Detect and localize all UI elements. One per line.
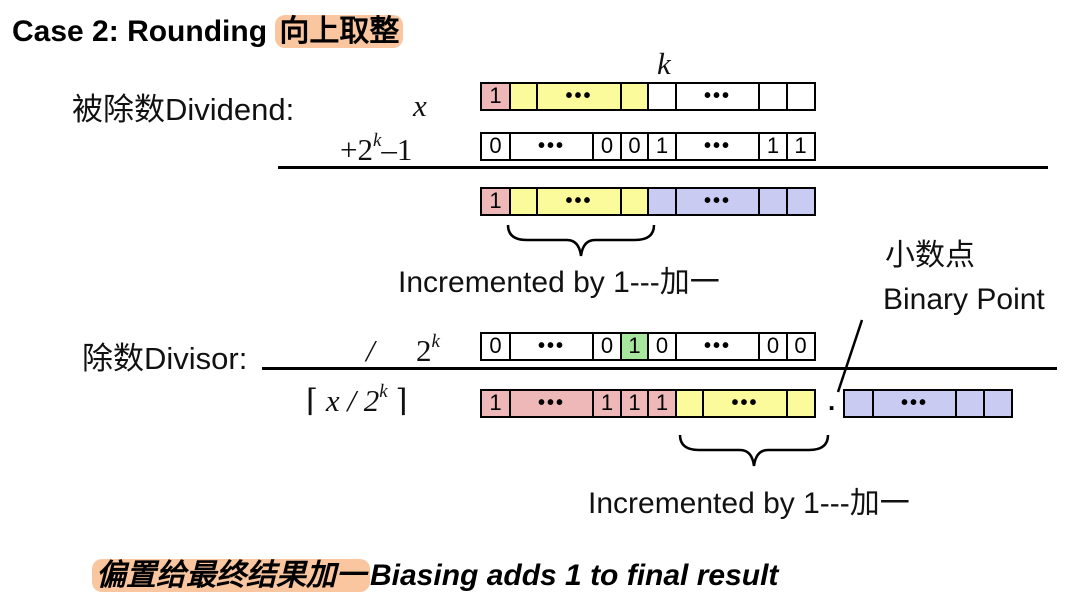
increment-label-1: Incremented by 1---加一	[398, 266, 720, 299]
bit-cell	[955, 389, 985, 418]
footer-text: Biasing adds 1 to final result	[370, 559, 779, 592]
addend-expr: +2k–1	[340, 130, 413, 168]
sum-divider-line	[278, 166, 1048, 169]
k-position-label: k	[657, 46, 671, 81]
addend-prefix: +2	[340, 132, 373, 167]
bit-cell: 1	[758, 132, 788, 161]
addend-suffix: –1	[381, 132, 413, 167]
divisor-op: /	[366, 333, 375, 368]
bit-cell: 1	[480, 82, 511, 111]
bit-cell: •••	[674, 132, 761, 161]
bit-cell: 0	[619, 132, 650, 161]
bit-cell: 1	[480, 187, 511, 216]
quotient-frac-bits: •••	[843, 389, 1013, 418]
divisor-sup: k	[431, 331, 440, 352]
bit-cell: •••	[536, 187, 622, 216]
title-highlight: 向上取整	[275, 15, 404, 48]
bit-cell: 1	[647, 389, 677, 418]
binary-point-dot: .	[828, 386, 836, 416]
bit-cell: 1	[619, 389, 650, 418]
bit-cell: •••	[674, 187, 761, 216]
binary-point-en: Binary Point	[883, 283, 1045, 316]
bit-cell	[982, 389, 1013, 418]
footer-highlight: 偏置给最终结果加一	[92, 559, 370, 592]
divisor-expr: 2k	[416, 331, 440, 369]
increment-brace-2	[678, 434, 830, 467]
ceil-open: ⌈	[306, 383, 319, 418]
bit-cell: •••	[702, 389, 788, 418]
bit-cell: •••	[674, 82, 761, 111]
quotient-sup: k	[379, 381, 388, 402]
bit-cell: 0	[592, 332, 622, 361]
quotient-body: x / 2	[325, 383, 380, 418]
bit-cell: •••	[508, 332, 595, 361]
quotient-divider-line	[262, 367, 1057, 370]
dividend-bits: 1 ••• •••	[480, 82, 816, 111]
bit-cell	[785, 187, 816, 216]
dividend-label: 被除数Dividend:	[72, 92, 295, 127]
ceil-close: ⌉	[395, 383, 408, 418]
bit-cell	[785, 82, 816, 111]
bit-cell: 0	[647, 332, 677, 361]
sum-bits: 1 ••• •••	[480, 187, 816, 216]
increment-brace-1	[506, 224, 656, 257]
quotient-expr: ⌈ x / 2k ⌉	[306, 381, 408, 419]
bit-cell: 1	[647, 132, 677, 161]
bit-cell	[647, 82, 677, 111]
bit-cell	[647, 187, 677, 216]
bit-cell	[758, 187, 788, 216]
increment-label-2: Incremented by 1---加一	[588, 487, 910, 520]
bit-cell: 1	[619, 332, 650, 361]
bit-cell: 1	[785, 132, 816, 161]
bit-cell: •••	[871, 389, 958, 418]
bit-cell	[508, 187, 539, 216]
bit-cell	[508, 82, 539, 111]
bit-cell: 0	[592, 132, 622, 161]
bit-cell	[619, 187, 650, 216]
binary-point-cn: 小数点	[885, 239, 975, 272]
divisor-base: 2	[416, 333, 432, 368]
bit-cell: 0	[758, 332, 788, 361]
slide-title: Case 2: Rounding 向上取整	[12, 6, 404, 50]
bit-cell: 0	[480, 132, 511, 161]
binary-point-arrow	[836, 319, 864, 393]
bit-cell: 0	[480, 332, 511, 361]
bit-cell	[674, 389, 705, 418]
bit-cell: •••	[508, 132, 595, 161]
divisor-label: 除数Divisor:	[82, 341, 248, 376]
addend-sup: k	[372, 130, 382, 151]
bit-cell: •••	[508, 389, 595, 418]
bit-cell: 1	[592, 389, 622, 418]
bit-cell: 1	[480, 389, 511, 418]
bit-cell: •••	[674, 332, 761, 361]
bit-cell	[843, 389, 874, 418]
title-prefix: Case 2: Rounding	[12, 15, 276, 48]
bit-cell: 0	[785, 332, 816, 361]
bit-cell	[785, 389, 816, 418]
bit-cell: •••	[536, 82, 622, 111]
dividend-var: x	[413, 88, 427, 123]
bit-cell	[619, 82, 650, 111]
bit-cell	[758, 82, 788, 111]
